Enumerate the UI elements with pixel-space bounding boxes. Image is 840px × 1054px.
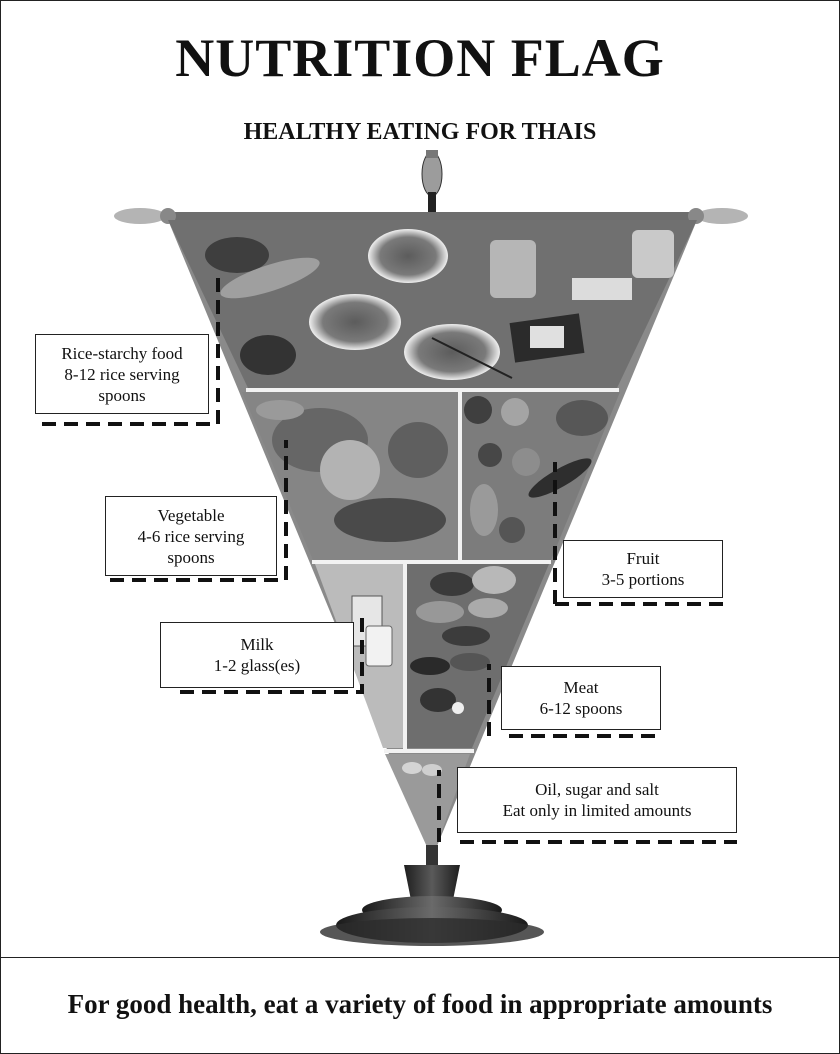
milk-label: Milk 1-2 glass(es) bbox=[160, 622, 354, 688]
fruit-group-name: Fruit bbox=[626, 548, 659, 569]
rice-group-name: Rice-starchy food bbox=[61, 343, 182, 364]
rice-group-amount-line-2: spoons bbox=[98, 385, 145, 406]
oil-group-name: Oil, sugar and salt bbox=[535, 779, 659, 800]
vegetable-group-amount-line-2: spoons bbox=[167, 547, 214, 568]
footer-message: For good health, eat a variety of food i… bbox=[0, 986, 840, 1022]
flag-stand bbox=[320, 845, 544, 946]
vegetable-group-amount-line-1: 4-6 rice serving bbox=[138, 526, 245, 547]
fruit-group-amount: 3-5 portions bbox=[602, 569, 685, 590]
rice-starchy-food-label: Rice-starchy food 8-12 rice serving spoo… bbox=[35, 334, 209, 414]
vegetable-label: Vegetable 4-6 rice serving spoons bbox=[105, 496, 277, 576]
oil-group-amount: Eat only in limited amounts bbox=[503, 800, 692, 821]
meat-label: Meat 6-12 spoons bbox=[501, 666, 661, 730]
rice-group-amount-line-1: 8-12 rice serving bbox=[64, 364, 179, 385]
meat-group-name: Meat bbox=[564, 677, 599, 698]
footer-divider bbox=[0, 957, 840, 958]
vegetable-group-name: Vegetable bbox=[157, 505, 224, 526]
fruit-label: Fruit 3-5 portions bbox=[563, 540, 723, 598]
milk-group-name: Milk bbox=[240, 634, 273, 655]
milk-group-amount: 1-2 glass(es) bbox=[214, 655, 300, 676]
flag-finial bbox=[422, 150, 442, 218]
oil-sugar-salt-label: Oil, sugar and salt Eat only in limited … bbox=[457, 767, 737, 833]
meat-group-amount: 6-12 spoons bbox=[540, 698, 623, 719]
